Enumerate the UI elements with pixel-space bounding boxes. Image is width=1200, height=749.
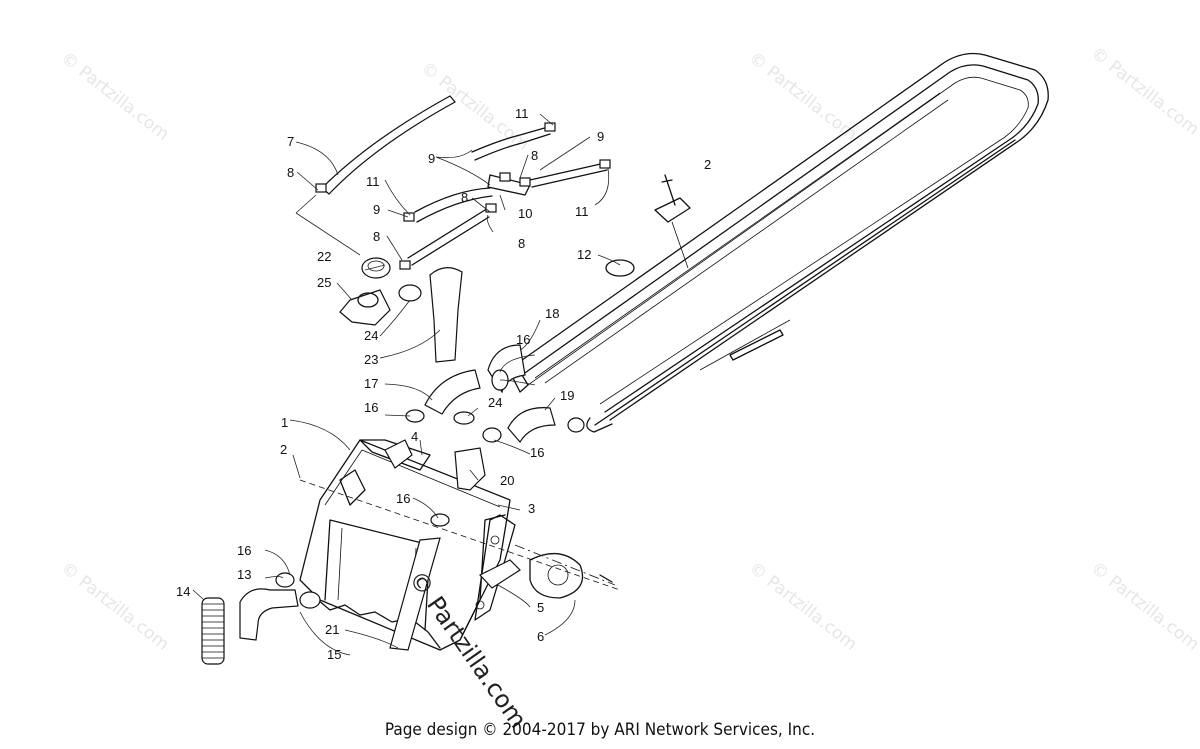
hose-clamps	[275, 259, 635, 609]
filler-neck-assembly	[339, 257, 391, 326]
callout-17: 17	[364, 376, 378, 391]
callout-20: 20	[500, 473, 514, 488]
hose-19	[507, 407, 556, 444]
callout-8a: 8	[287, 165, 294, 180]
callout-18: 18	[545, 306, 559, 321]
rail-cooler	[509, 52, 1049, 433]
callout-21: 21	[325, 622, 339, 637]
hose-20	[454, 447, 486, 491]
callout-2b: 2	[704, 157, 711, 172]
callout-11b: 11	[366, 174, 380, 189]
clamp-24-upper	[398, 284, 422, 302]
watermark-bottom-left: © Partzilla.com	[57, 558, 173, 655]
watermark-bottom-far-right: © Partzilla.com	[1087, 558, 1200, 655]
callout-2a: 2	[280, 442, 287, 457]
callout-8c: 8	[461, 190, 468, 205]
callout-3: 3	[528, 501, 535, 516]
watermark-top-left: © Partzilla.com	[57, 48, 173, 145]
callout-16e: 16	[530, 445, 544, 460]
watermark-top-right: © Partzilla.com	[745, 48, 861, 145]
callout-12: 12	[577, 247, 591, 262]
callout-9a: 9	[428, 151, 435, 166]
callout-22: 22	[317, 249, 331, 264]
hose-21	[389, 537, 441, 651]
callout-19: 19	[560, 388, 574, 403]
callout-1: 1	[281, 415, 288, 430]
callout-9c: 9	[373, 202, 380, 217]
callout-16a: 16	[237, 543, 251, 558]
hose-13	[239, 588, 299, 641]
callout-6: 6	[537, 629, 544, 644]
callout-24b: 24	[488, 395, 502, 410]
leader-lines	[192, 113, 621, 656]
fittings	[315, 122, 691, 270]
callout-11a: 11	[515, 106, 529, 121]
bracket-and-fan	[479, 544, 616, 599]
callout-11c: 11	[575, 204, 589, 219]
callout-16d: 16	[516, 332, 530, 347]
callout-14: 14	[176, 584, 190, 599]
callout-15: 15	[327, 647, 341, 662]
coolant-hoses	[239, 95, 608, 651]
watermark-center: © Partzilla.com	[403, 565, 532, 733]
callout-8e: 8	[518, 236, 525, 251]
hose-23	[429, 267, 463, 363]
callout-5: 5	[537, 600, 544, 615]
callout-23: 23	[364, 352, 378, 367]
callout-13: 13	[237, 567, 251, 582]
watermark-top-far-right: © Partzilla.com	[1087, 43, 1200, 140]
callout-16b: 16	[364, 400, 378, 415]
hose-17	[424, 369, 481, 415]
callout-4: 4	[411, 429, 418, 444]
callout-24a: 24	[364, 328, 378, 343]
callout-10: 10	[518, 206, 532, 221]
hose-7	[321, 95, 456, 195]
callout-9b: 9	[597, 129, 604, 144]
callout-8d: 8	[373, 229, 380, 244]
callout-labels: 1 2 2 3 4 5 6 7 8 8 8 8 8 9 9 9 10 11 11…	[176, 106, 711, 662]
ribbed-hose-14	[201, 597, 225, 665]
callout-7: 7	[287, 134, 294, 149]
callout-25: 25	[317, 275, 331, 290]
callout-16c: 16	[396, 491, 410, 506]
watermark-bottom-right: © Partzilla.com	[745, 558, 861, 655]
footer-copyright: Page design © 2004-2017 by ARI Network S…	[384, 720, 816, 740]
callout-8b: 8	[531, 148, 538, 163]
watermark-layer: © Partzilla.com © Partzilla.com © Partzi…	[57, 43, 1200, 655]
